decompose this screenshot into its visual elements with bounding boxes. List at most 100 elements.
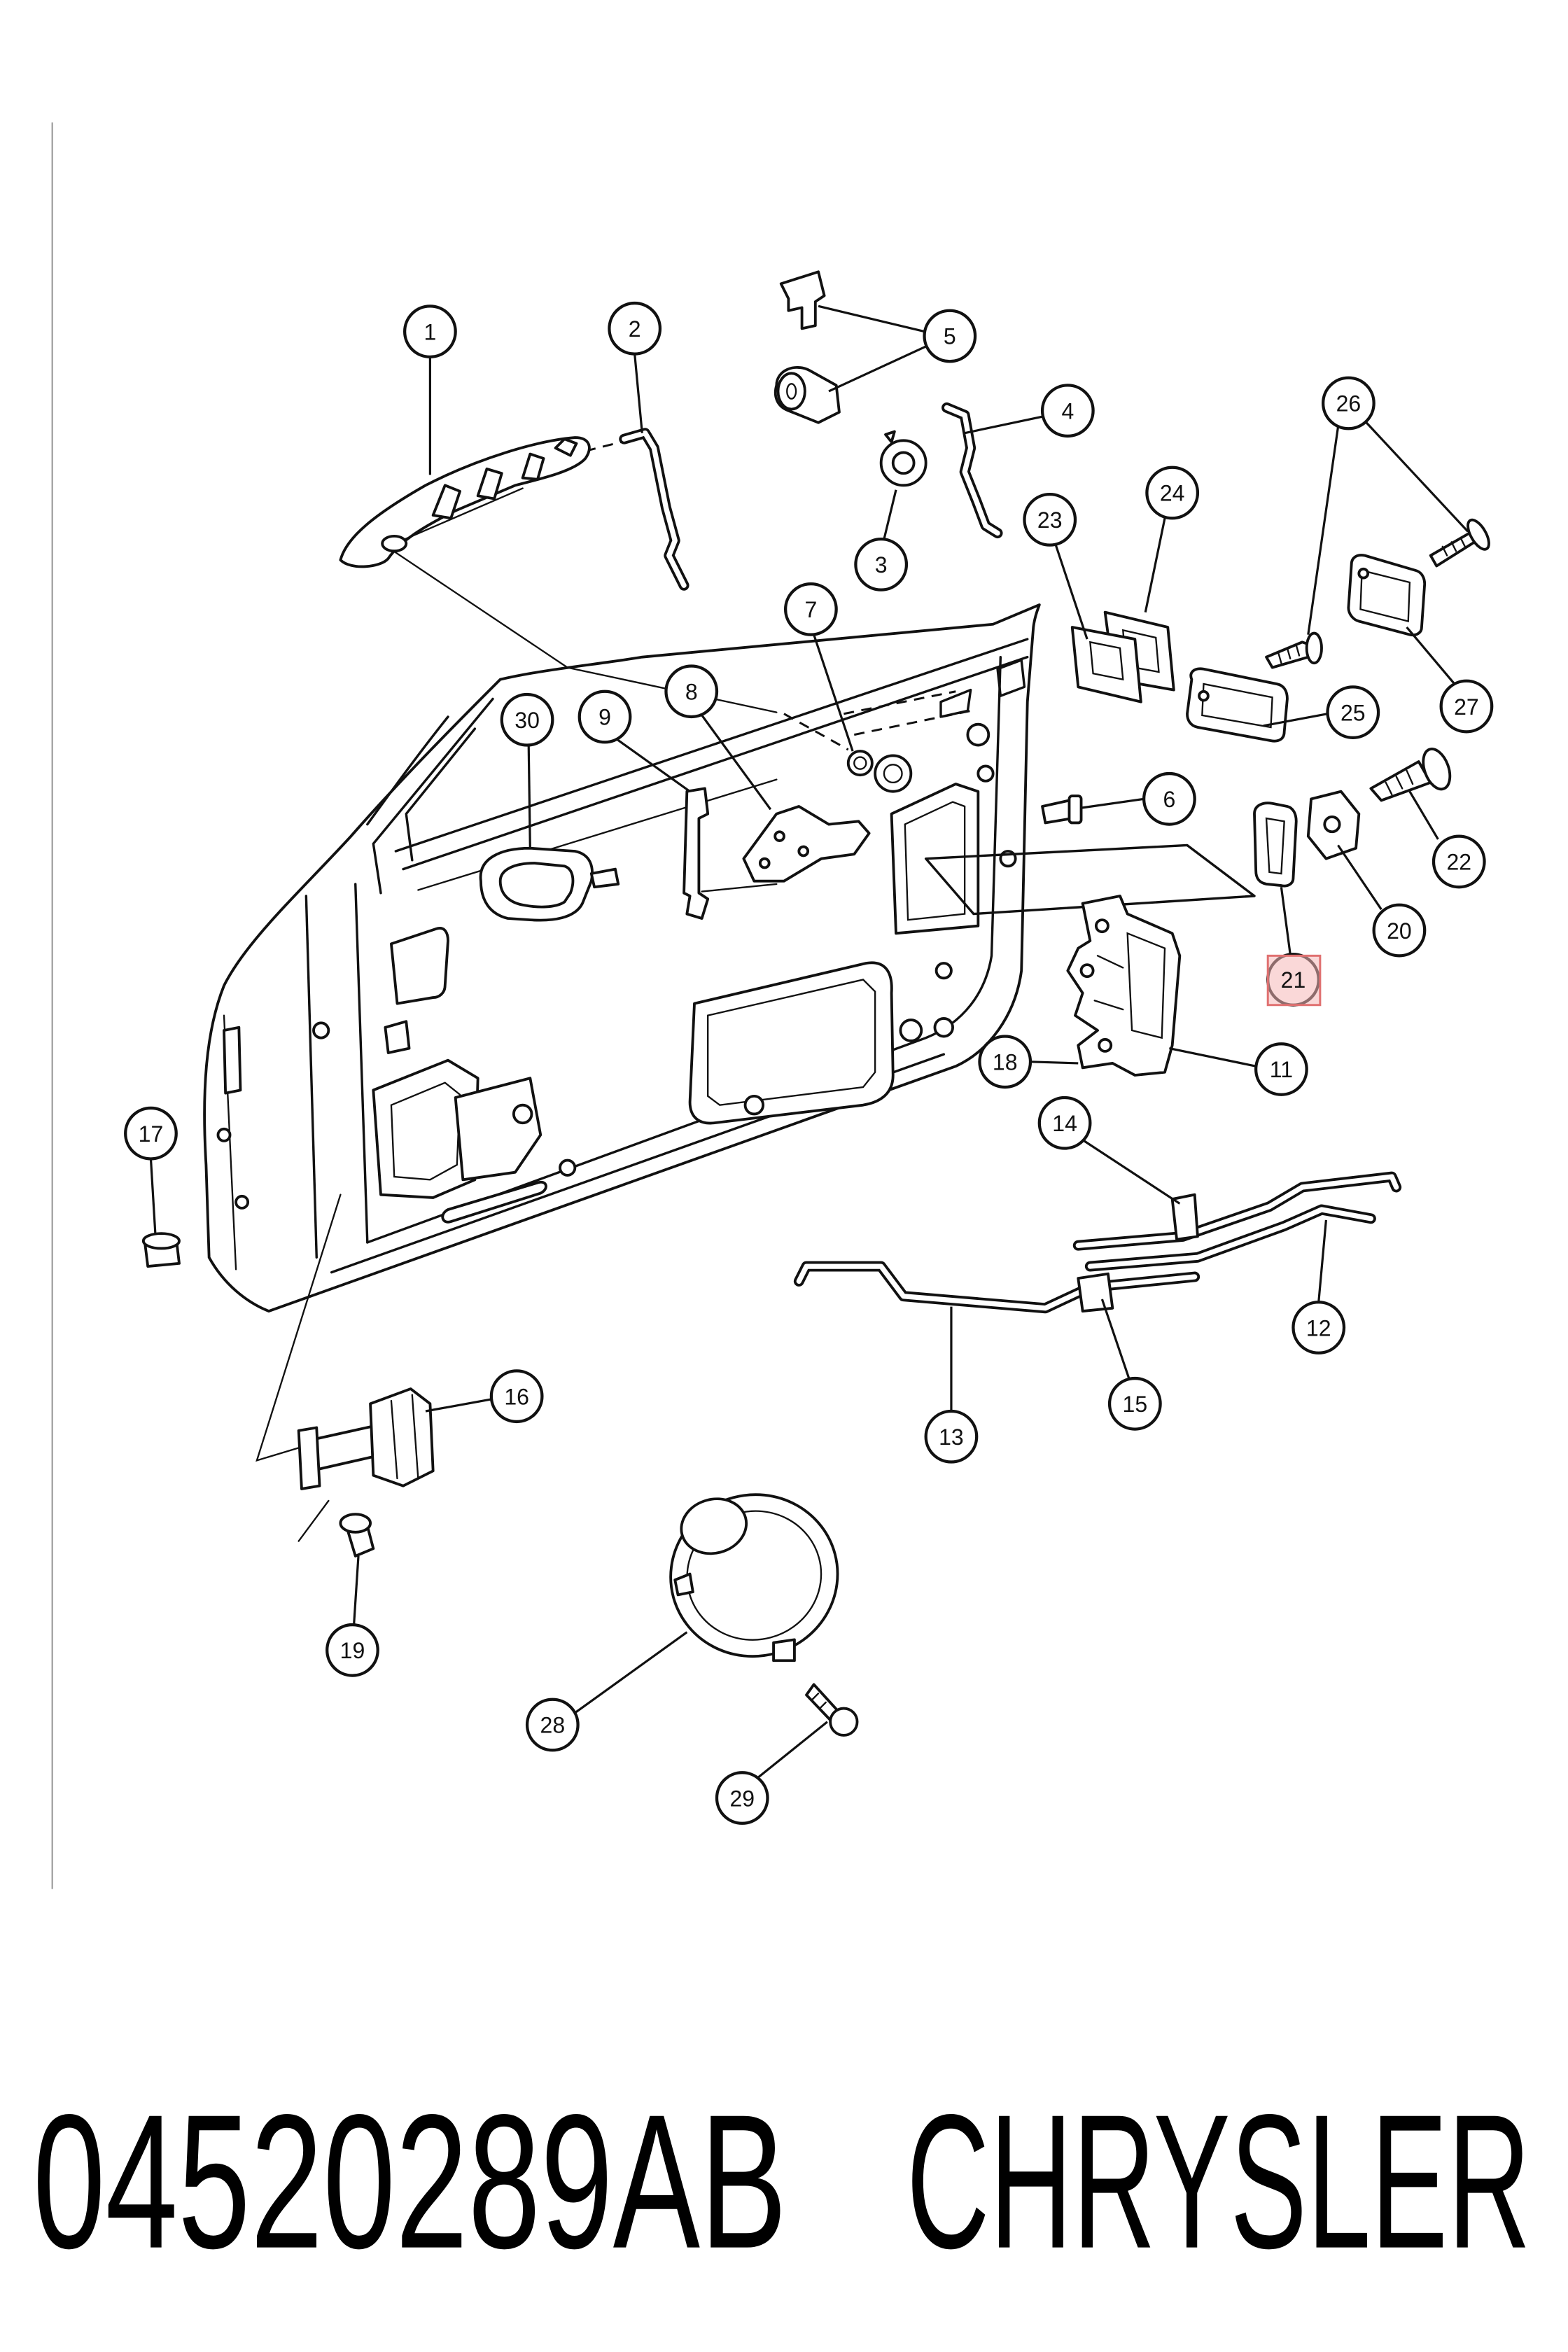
callout-20: 20 [1372, 903, 1427, 958]
callout-circle [489, 1369, 544, 1424]
callout-number: 24 [1160, 481, 1185, 506]
callout-number: 17 [139, 1121, 164, 1147]
callout-number: 9 [598, 705, 611, 730]
callout-number: 13 [939, 1424, 964, 1450]
callout-23: 23 [1023, 493, 1077, 547]
callout-circle [403, 304, 457, 358]
callout-7: 7 [784, 582, 838, 636]
callout-8: 8 [664, 664, 719, 719]
callout-number: 5 [944, 324, 956, 349]
callout-3: 3 [854, 538, 909, 592]
latch-spacer [1253, 802, 1298, 888]
callout-circle [1037, 1096, 1092, 1150]
part-number: 04520289AB [33, 2075, 787, 2288]
outside-door-handle [339, 436, 591, 568]
remote-control [742, 805, 871, 883]
inside-door-handle [479, 846, 620, 922]
inside-handle-rod [793, 1261, 1200, 1314]
callout-26: 26 [1321, 376, 1376, 430]
callout-number: 18 [993, 1050, 1018, 1075]
lock-cylinder-retainer [879, 430, 927, 487]
lock-cylinder [774, 366, 841, 424]
callout-12: 12 [1292, 1301, 1346, 1354]
speaker-screw [805, 1683, 859, 1737]
callout-circle [664, 664, 719, 719]
callout-circle [1107, 1376, 1162, 1431]
callout-28: 28 [525, 1698, 580, 1752]
callout-17: 17 [124, 1106, 178, 1161]
callout-14: 14 [1037, 1096, 1092, 1150]
callout-circle [784, 582, 838, 636]
callout-circle [854, 538, 909, 592]
leader-lines [149, 304, 1469, 1778]
hole-plug [141, 1232, 181, 1268]
callout-22: 22 [1432, 834, 1486, 889]
callout-25: 25 [1326, 685, 1380, 739]
callout-6: 6 [1142, 771, 1196, 826]
callout-15: 15 [1107, 1376, 1162, 1431]
striker-pad-front [1070, 626, 1142, 704]
callout-circle [525, 1698, 580, 1752]
door-speaker [669, 1493, 839, 1662]
callout-number: 14 [1052, 1111, 1077, 1136]
callout-circle [924, 1409, 979, 1464]
callout-number: 19 [340, 1638, 365, 1663]
callout-number: 30 [514, 708, 540, 733]
grommet [846, 750, 874, 777]
callout-number: 3 [875, 552, 888, 578]
callout-number: 15 [1123, 1392, 1148, 1417]
callout-circle [1292, 1301, 1346, 1354]
callout-13: 13 [924, 1409, 979, 1464]
callout-30: 30 [500, 692, 554, 747]
callout-9: 9 [578, 690, 632, 744]
callout-circle [923, 309, 977, 363]
lock-cylinder-clip [779, 270, 826, 330]
callout-circle [124, 1106, 178, 1161]
callout-1: 1 [403, 304, 457, 358]
callout-circle [1254, 1042, 1308, 1096]
callout-number: 22 [1446, 850, 1471, 875]
callout-number: 25 [1340, 700, 1366, 725]
callout-number: 21 [1281, 967, 1306, 993]
callout-18: 18 [978, 1035, 1032, 1089]
callout-number: 4 [1061, 398, 1074, 424]
callouts: 1 2 3 4 5 6 7 8 9 11 12 13 14 15 16 17 1… [124, 301, 1494, 1825]
callout-11: 11 [1254, 1042, 1308, 1096]
latch-screw [1041, 794, 1083, 825]
callout-circle [1040, 384, 1095, 438]
callout-circle [1321, 376, 1376, 430]
callout-29: 29 [715, 1771, 769, 1825]
highlight-box [1266, 954, 1322, 1007]
callout-circle [1142, 771, 1196, 826]
door-check-bolt [339, 1513, 375, 1558]
lock-rod [941, 402, 1003, 539]
striker-plate [1347, 554, 1427, 637]
callout-circle [1023, 493, 1077, 547]
callout-circle [1372, 903, 1427, 958]
door-latch [1066, 895, 1182, 1077]
callout-16: 16 [489, 1369, 544, 1424]
callout-number: 16 [504, 1384, 529, 1409]
striker-bolt [1369, 748, 1452, 802]
handle-rod [619, 428, 690, 591]
callout-number: 26 [1336, 391, 1362, 416]
callout-number: 23 [1037, 507, 1063, 533]
callout-number: 8 [685, 679, 698, 704]
callout-circle [326, 1623, 379, 1677]
callout-circle [578, 690, 632, 744]
callout-number: 27 [1454, 694, 1479, 720]
callout-circle [715, 1771, 769, 1825]
callout-circle [1326, 685, 1380, 739]
callout-number: 2 [629, 316, 641, 342]
callout-number: 28 [540, 1713, 566, 1738]
screw-upper [1429, 518, 1490, 568]
callout-number: 20 [1387, 918, 1412, 944]
callout-19: 19 [326, 1623, 379, 1677]
bolt-plate [1306, 790, 1361, 860]
callout-number: 29 [729, 1786, 755, 1811]
callout-5: 5 [923, 309, 977, 363]
door-inner-panel [203, 439, 1256, 1542]
callout-21: 21 [1266, 953, 1322, 1007]
latch-rods [1072, 1171, 1402, 1272]
